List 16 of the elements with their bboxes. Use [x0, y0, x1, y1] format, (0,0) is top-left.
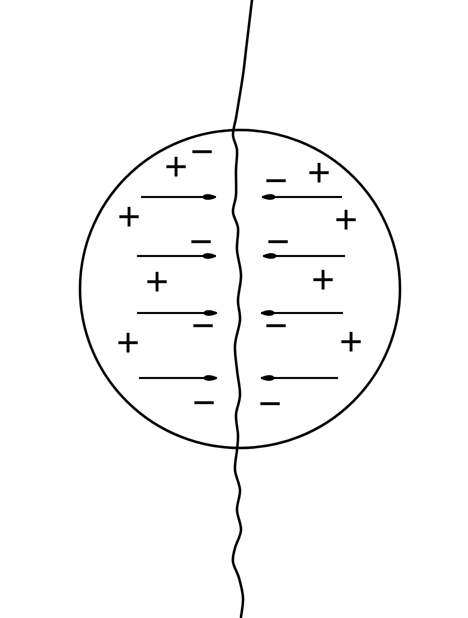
charge-sign: − [258, 392, 282, 416]
charge-sign: + [307, 161, 331, 185]
charge-sign: − [264, 169, 288, 193]
charge-sign: + [311, 268, 335, 292]
charge-sign: − [189, 230, 213, 254]
charge-sign: − [192, 391, 216, 415]
charge-sign: + [145, 270, 169, 294]
charge-sign: − [191, 314, 215, 338]
charge-sign: + [334, 208, 358, 232]
charge-sign: + [164, 155, 188, 179]
charge-sign: + [116, 331, 140, 355]
charge-sign: − [264, 314, 288, 338]
charge-sign: + [339, 330, 363, 354]
charge-sign: + [117, 205, 141, 229]
charge-sign: − [190, 140, 214, 164]
charge-sign: − [266, 230, 290, 254]
